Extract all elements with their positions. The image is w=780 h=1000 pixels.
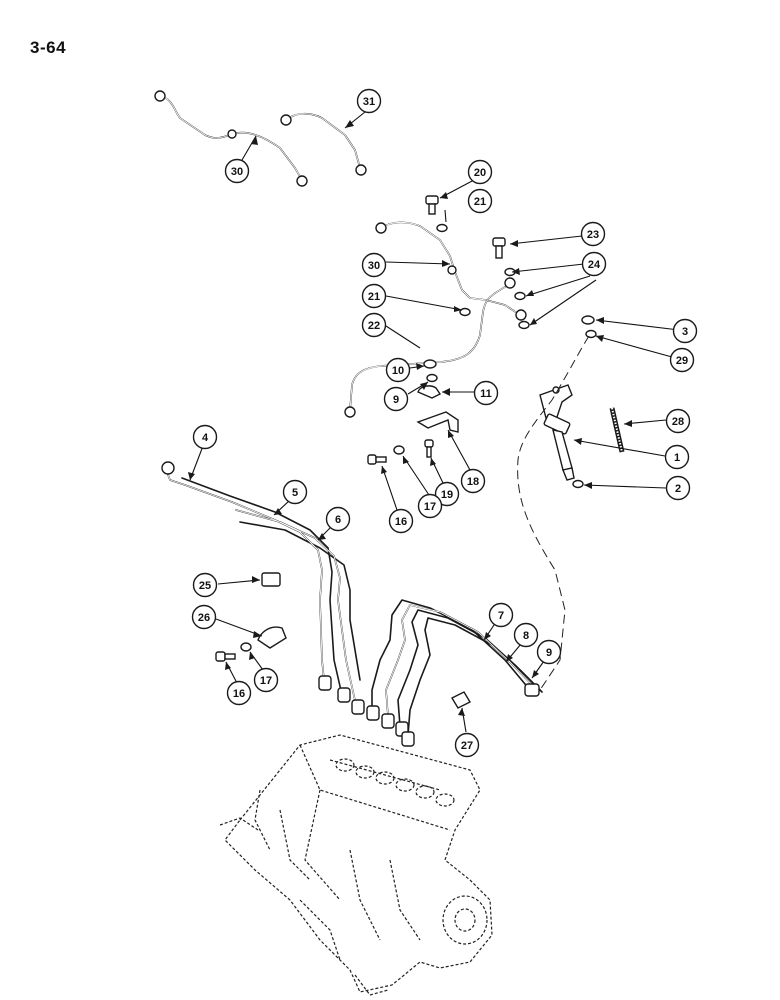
callout-16-lower: 16 [226,680,252,706]
clamp-27 [451,691,471,709]
callout-10: 9 [383,386,409,412]
injection-pump [219,734,493,996]
bolt-16-upper [367,454,387,465]
callout-label: 11 [480,388,492,400]
callout-label: 9 [546,647,552,659]
bolt-19 [424,439,434,458]
callout-label: 18 [467,476,479,488]
callout-label: 9 [393,394,399,406]
washer-17-lower [240,642,252,652]
callout-28: 28 [665,408,691,434]
callout-24: 24 [581,251,607,277]
callout-2: 2 [665,475,691,501]
washer-2 [572,479,584,489]
bolt-23 [492,237,506,259]
callout-label: 17 [260,675,272,687]
callout-label: 28 [672,416,684,428]
callout-25: 25 [192,572,218,598]
callout-label: 25 [199,580,211,592]
callout-8: 8 [513,622,539,648]
page-number: 3-64 [30,38,67,57]
callout-label: 24 [588,259,601,271]
callout-19: 19 [434,481,460,507]
washer-10 [426,373,438,383]
callout-12: 11 [473,380,499,406]
fuel-line-30-middle [375,221,527,321]
callout-9: 9 [536,639,562,665]
arrowheads [188,120,632,716]
callout-label: 16 [233,688,245,700]
callout-22: 22 [361,312,387,338]
callout-1: 1 [664,444,690,470]
callout-17-upper: 17 [417,493,443,519]
callout-label: 17 [424,501,436,513]
callout-label: 27 [461,740,473,752]
washer-24-b [514,291,526,301]
callout-20: 20 [467,159,493,185]
stud-28 [609,407,625,453]
assembly-path [517,335,590,691]
callout-label: 8 [523,630,529,642]
callout-label: 22 [368,320,380,332]
callout-label: 2 [675,483,681,495]
callout-label: 20 [474,167,486,179]
callout-label: 5 [292,487,298,499]
nut-3 [581,315,595,325]
callout-26: 26 [191,604,217,630]
fuel-line-bundle-left [161,461,365,715]
callout-label: 21 [368,291,380,303]
bolt-20 [425,195,439,215]
callout-label: 26 [198,612,210,624]
callout-23: 23 [580,221,606,247]
callout-5: 5 [282,479,308,505]
washer-21-lower [459,307,471,317]
callout-label: 29 [676,355,688,367]
washer-21-upper [436,223,448,233]
callout-11: 10 [385,357,411,383]
callout-21-upper: 21 [467,188,493,214]
callout-30-middle: 30 [361,252,387,278]
fuel-line-22 [344,277,516,418]
washer-29 [585,329,597,339]
callout-27: 27 [454,732,480,758]
washer-24-c [518,320,530,330]
bolt-16-lower [215,651,236,662]
callout-3: 3 [672,318,698,344]
callout-30-upper: 30 [224,158,250,184]
callout-29: 29 [669,347,695,373]
fuel-line-30-upper [154,90,308,187]
callout-label: 21 [474,196,486,208]
fuel-line-31 [280,112,367,176]
callout-label: 7 [498,610,504,622]
callout-label: 16 [395,516,407,528]
callout-label: 3 [682,326,688,338]
callout-label: 10 [392,365,404,377]
callout-label: 19 [441,489,453,501]
callout-label: 31 [363,96,375,108]
callout-17-lower: 17 [253,667,279,693]
clip-12 [417,385,442,399]
callout-label: 4 [202,432,209,444]
callout-label: 6 [335,514,341,526]
callout-6: 6 [325,506,351,532]
callout-label: 30 [231,166,243,178]
callout-7: 7 [488,602,514,628]
washer-17-upper [393,445,405,455]
nut-11 [423,359,437,369]
callout-18: 18 [460,468,486,494]
callout-21-lower: 21 [361,283,387,309]
bracket-18 [416,411,459,433]
callout-31: 31 [356,88,382,114]
callout-label: 30 [368,260,380,272]
callout-4: 4 [192,424,218,450]
injector-1 [539,384,575,481]
clamp-25 [261,572,281,587]
fuel-line-bundle-right [366,599,543,747]
clamp-26 [257,626,287,649]
callout-16-upper: 16 [388,508,414,534]
callout-label: 23 [587,229,599,241]
callout-label: 1 [674,452,680,464]
